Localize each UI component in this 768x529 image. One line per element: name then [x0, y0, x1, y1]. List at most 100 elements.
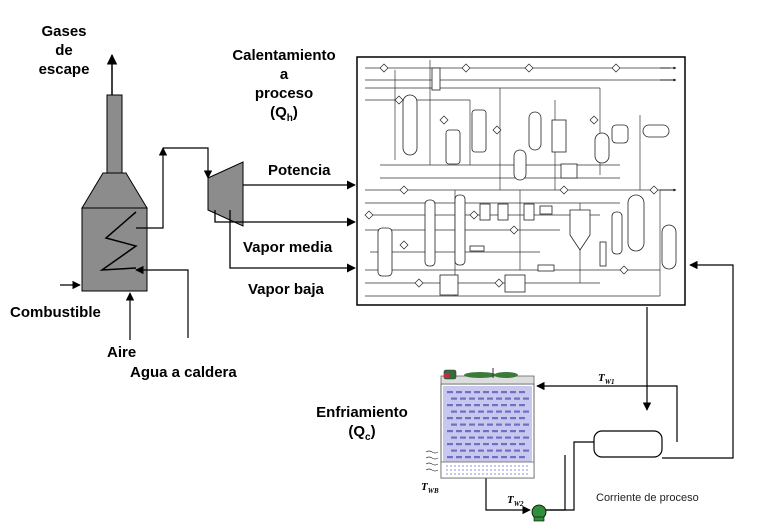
- label-gases-line3: escape: [38, 61, 90, 78]
- tower-fill-dash: [456, 391, 462, 394]
- label-agua-caldera: Agua a caldera: [130, 364, 237, 381]
- tower-fill-dash: [447, 443, 453, 446]
- tower-fill-dash: [514, 436, 520, 439]
- tower-fill-dash: [492, 443, 498, 446]
- tower-fill-dash: [456, 430, 462, 433]
- label-qh-base: (Q: [270, 104, 287, 121]
- low-steam-arrow: [229, 210, 356, 273]
- label-potencia: Potencia: [268, 162, 331, 179]
- tower-fill-dash: [510, 456, 516, 459]
- tower-fill-dash: [460, 397, 466, 400]
- tower-fill-dash: [483, 417, 489, 420]
- tower-fill-dash: [510, 430, 516, 433]
- tower-fill-dash: [465, 430, 471, 433]
- label-qh-sub: h: [286, 113, 293, 124]
- tower-fill-dash: [523, 397, 529, 400]
- tower-fill-dash: [523, 449, 529, 452]
- tower-fill-dash: [447, 456, 453, 459]
- label-qc-end: ): [370, 423, 376, 440]
- heat-exchanger: [593, 430, 663, 458]
- tower-fill-dash: [523, 410, 529, 413]
- tower-fill-dash: [474, 417, 480, 420]
- tower-fill-dash: [483, 456, 489, 459]
- label-tw2-base: T: [507, 494, 514, 506]
- label-twb-sub: WB: [427, 487, 439, 496]
- label-vapor-media: Vapor media: [243, 239, 333, 256]
- label-tw1-sub: W1: [604, 378, 615, 387]
- tower-fill-dash: [483, 443, 489, 446]
- tower-fill-dash: [474, 443, 480, 446]
- tower-fill-dash: [501, 404, 507, 407]
- boiler-body: [81, 207, 148, 292]
- tower-fill-dash: [505, 449, 511, 452]
- tower-fill-dash: [447, 391, 453, 394]
- tower-fill-dash: [487, 423, 493, 426]
- tower-fill-dash: [505, 410, 511, 413]
- boiler: [60, 53, 213, 340]
- tower-fill-dash: [451, 449, 457, 452]
- tower-fill-dash: [460, 423, 466, 426]
- tower-fill-dash: [447, 404, 453, 407]
- tower-fill-dash: [519, 456, 525, 459]
- tower-fill-dash: [460, 410, 466, 413]
- tower-fill-dash: [501, 417, 507, 420]
- label-enfriamiento-line1: Enfriamiento: [316, 404, 408, 421]
- tower-fill-dash: [456, 456, 462, 459]
- tower-fill-dash: [478, 397, 484, 400]
- tower-fill-dash: [447, 430, 453, 433]
- tower-fill-dash: [487, 449, 493, 452]
- tower-fill-dash: [519, 443, 525, 446]
- label-combustible: Combustible: [10, 304, 101, 321]
- tower-fill-dash: [483, 430, 489, 433]
- tower-fill-dash: [469, 449, 475, 452]
- label-enfriamiento: Enfriamiento (Qc): [312, 403, 412, 447]
- tower-fill-dash: [487, 397, 493, 400]
- tower-fill-dash: [496, 436, 502, 439]
- label-gases-line1: Gases: [41, 23, 87, 40]
- tower-fill-dash: [469, 410, 475, 413]
- tower-fill-dash: [451, 397, 457, 400]
- label-calentamiento-line1: Calentamiento: [232, 47, 336, 64]
- label-tw2-sub: W2: [513, 500, 524, 509]
- tower-fill-dash: [469, 423, 475, 426]
- tower-fill-dash: [514, 410, 520, 413]
- label-gases-line2: de: [55, 42, 73, 59]
- tower-fill-dash: [474, 391, 480, 394]
- tower-fill-dash: [487, 410, 493, 413]
- tower-fill-dash: [474, 456, 480, 459]
- tower-fill-dash: [456, 443, 462, 446]
- tower-fill-dash: [469, 397, 475, 400]
- tower-fill-dash: [501, 456, 507, 459]
- tower-fill-dash: [492, 417, 498, 420]
- tower-fill-dash: [465, 404, 471, 407]
- label-qc-sub: c: [365, 432, 371, 443]
- tower-fill-dash: [510, 417, 516, 420]
- tower-fill-dash: [456, 417, 462, 420]
- tower-fill-dash: [451, 423, 457, 426]
- label-twb: TWB: [421, 481, 439, 495]
- stack: [106, 94, 123, 174]
- tower-fill-dash: [519, 430, 525, 433]
- tower-fill-dash: [501, 391, 507, 394]
- tower-fill-dash: [478, 410, 484, 413]
- tower-fill-dash: [492, 404, 498, 407]
- tower-fill-dash: [505, 397, 511, 400]
- label-enfriamiento-line2: (Qc): [312, 422, 412, 447]
- tower-fill-dash: [478, 449, 484, 452]
- cooling-system: [425, 260, 734, 522]
- tower-fill-dash: [510, 404, 516, 407]
- tower-fill-dash: [514, 423, 520, 426]
- tower-fill-dash: [501, 430, 507, 433]
- tower-fill-dash: [505, 423, 511, 426]
- tower-fill-dash: [492, 430, 498, 433]
- tower-fill-dash: [492, 456, 498, 459]
- tower-fill-dash: [483, 404, 489, 407]
- tower-fill-dash: [478, 436, 484, 439]
- label-qc-base: (Q: [348, 423, 366, 440]
- tower-fill-dash: [519, 417, 525, 420]
- label-calentamiento-line3: proceso: [254, 85, 314, 102]
- tower-fill-dash: [465, 456, 471, 459]
- label-calentamiento-line4: (Qh): [222, 103, 346, 128]
